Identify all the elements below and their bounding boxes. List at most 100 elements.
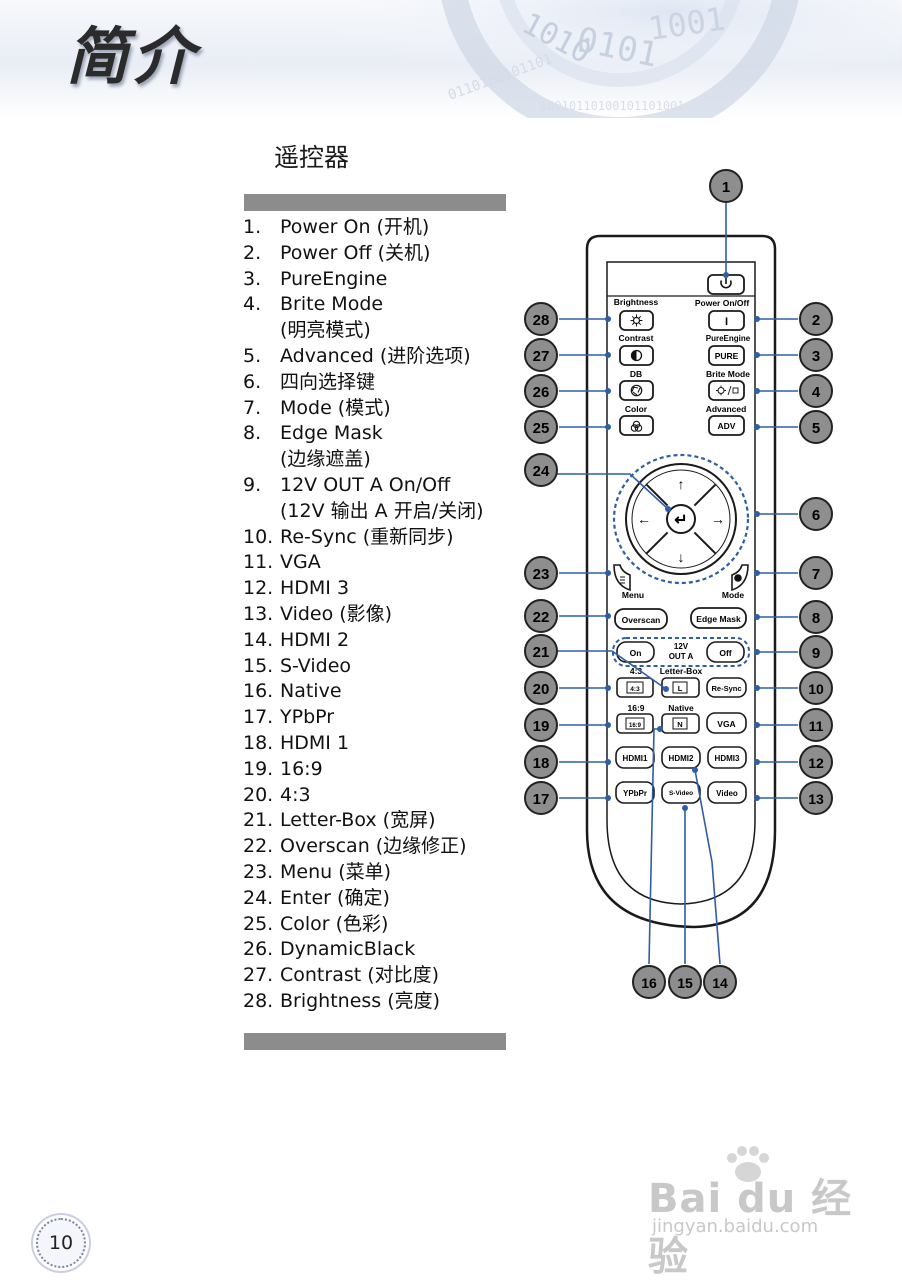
legend-item: 9.12V OUT A On/Off (12V 输出 A 开启/关闭) [243, 473, 513, 525]
s-video-button[interactable]: S-Video [661, 781, 701, 804]
callout-23: 23 [524, 556, 558, 590]
callout-number: 27 [533, 348, 550, 365]
up-arrow-icon[interactable]: ↑ [678, 476, 685, 492]
label-native: Native [668, 703, 694, 713]
native-button[interactable]: N [661, 713, 700, 734]
enter-button[interactable]: ↵ [666, 504, 696, 534]
legend-text: 4:3 [280, 783, 311, 806]
legend-item: 23.Menu (菜单) [243, 860, 513, 886]
callout-number: 19 [533, 718, 550, 735]
12v-on-button[interactable]: On [616, 641, 655, 663]
section-title: 遥控器 [274, 143, 350, 172]
advanced-button[interactable]: ADV [708, 415, 745, 436]
letter-box-button[interactable]: L [661, 677, 700, 698]
legend-text: Edge Mask (边缘遮盖) [280, 422, 383, 471]
legend-number: 16. [243, 680, 274, 703]
hdmi1-button[interactable]: HDMI1 [615, 746, 655, 769]
top-divider-bar [244, 194, 506, 211]
resync-label: Re-Sync [711, 684, 741, 693]
overscan-label: Overscan [622, 615, 661, 625]
header-banner: 1010 0101 1001 0110100101101 10010110100… [0, 0, 902, 118]
callout-6: 6 [799, 497, 833, 531]
legend-number: 1. [243, 216, 262, 238]
left-arrow-icon[interactable]: ← [637, 511, 651, 527]
legend-number: 7. [243, 396, 262, 419]
legend-item: 10.Re-Sync (重新同步) [243, 525, 513, 551]
pure-engine-button[interactable]: PURE [708, 345, 745, 366]
callout-25: 25 [524, 410, 558, 444]
legend-number: 10. [243, 525, 274, 548]
legend-number: 22. [243, 835, 274, 858]
menu-icon [620, 576, 625, 584]
label-advanced: Advanced [706, 404, 747, 414]
mode-button[interactable] [731, 564, 749, 592]
hdmi2-button[interactable]: HDMI2 [661, 746, 701, 769]
legend-number: 3. [243, 267, 262, 290]
callout-number: 5 [812, 420, 820, 437]
page-number-badge: 10 [36, 1218, 86, 1268]
legend-item: 24.Enter (确定) [243, 886, 513, 912]
legend-text: 四向选择键 [280, 370, 376, 393]
callout-number: 7 [812, 566, 820, 583]
brite-mode-icon [716, 385, 739, 396]
menu-button[interactable] [613, 564, 631, 592]
callout-number: 8 [812, 610, 820, 627]
hdmi3-button[interactable]: HDMI3 [707, 746, 747, 769]
color-button[interactable] [619, 415, 654, 436]
power-off-button[interactable]: I [708, 310, 745, 331]
legend-text: Advanced (进阶选项) [280, 344, 471, 367]
callout-number: 25 [533, 420, 550, 437]
aspect-16-9-button[interactable]: 16:9 [616, 713, 654, 734]
callout-10: 10 [799, 671, 833, 705]
callout-20: 20 [524, 671, 558, 705]
callout-22: 22 [524, 599, 558, 633]
callout-number: 4 [812, 384, 821, 401]
legend-item: 11.VGA [243, 550, 513, 576]
vga-label: VGA [717, 719, 735, 729]
hdmi2-label: HDMI2 [669, 754, 694, 763]
legend-text: HDMI 3 [280, 577, 350, 600]
bottom-divider-bar [244, 1033, 506, 1050]
watermark-url: jingyan.baidu.com [652, 1216, 819, 1237]
contrast-button[interactable] [619, 345, 654, 366]
resync-button[interactable]: Re-Sync [706, 677, 747, 698]
callout-number: 26 [533, 384, 550, 401]
legend-text: 12V OUT A On/Off (12V 输出 A 开启/关闭) [280, 473, 484, 522]
legend-text: Enter (确定) [280, 886, 390, 909]
video-button[interactable]: Video [707, 781, 747, 804]
page-number: 10 [48, 1232, 74, 1254]
label-pureengine: PureEngine [706, 334, 751, 343]
brightness-button[interactable] [619, 310, 654, 331]
power-off-label: I [725, 316, 728, 328]
down-arrow-icon[interactable]: ↓ [678, 549, 685, 565]
aspect-4-3-button[interactable]: 4:3 [616, 677, 654, 698]
vga-button[interactable]: VGA [706, 712, 747, 734]
callout-number: 17 [533, 791, 550, 808]
label-contrast: Contrast [619, 333, 654, 343]
legend-number: 8. [243, 422, 262, 445]
legend-text: Menu (菜单) [280, 860, 392, 883]
dpad-highlight [612, 453, 750, 585]
callout-15: 15 [668, 965, 702, 999]
legend-number: 13. [243, 602, 274, 625]
rgb-circles-icon [630, 420, 643, 432]
callout-number: 22 [533, 609, 550, 626]
ypbpr-button[interactable]: YPbPr [615, 781, 655, 804]
legend-item: 13.Video (影像) [243, 602, 513, 628]
legend-text: YPbPr [280, 706, 335, 729]
edge-mask-button[interactable]: Edge Mask [690, 607, 747, 629]
paw-icon [727, 1146, 769, 1182]
brite-mode-button[interactable] [708, 380, 745, 401]
callout-number: 1 [722, 179, 730, 196]
label-12v: 12V [674, 642, 689, 651]
callout-12: 12 [799, 745, 833, 779]
overscan-button[interactable]: Overscan [614, 608, 668, 630]
right-arrow-icon[interactable]: → [711, 511, 725, 527]
callout-number: 28 [533, 312, 550, 329]
legend-text: HDMI 1 [280, 731, 350, 754]
enter-icon: ↵ [674, 512, 687, 529]
legend-item: 26.DynamicBlack [243, 937, 513, 963]
dynamic-black-button[interactable] [619, 380, 654, 401]
12v-off-button[interactable]: Off [706, 641, 745, 663]
